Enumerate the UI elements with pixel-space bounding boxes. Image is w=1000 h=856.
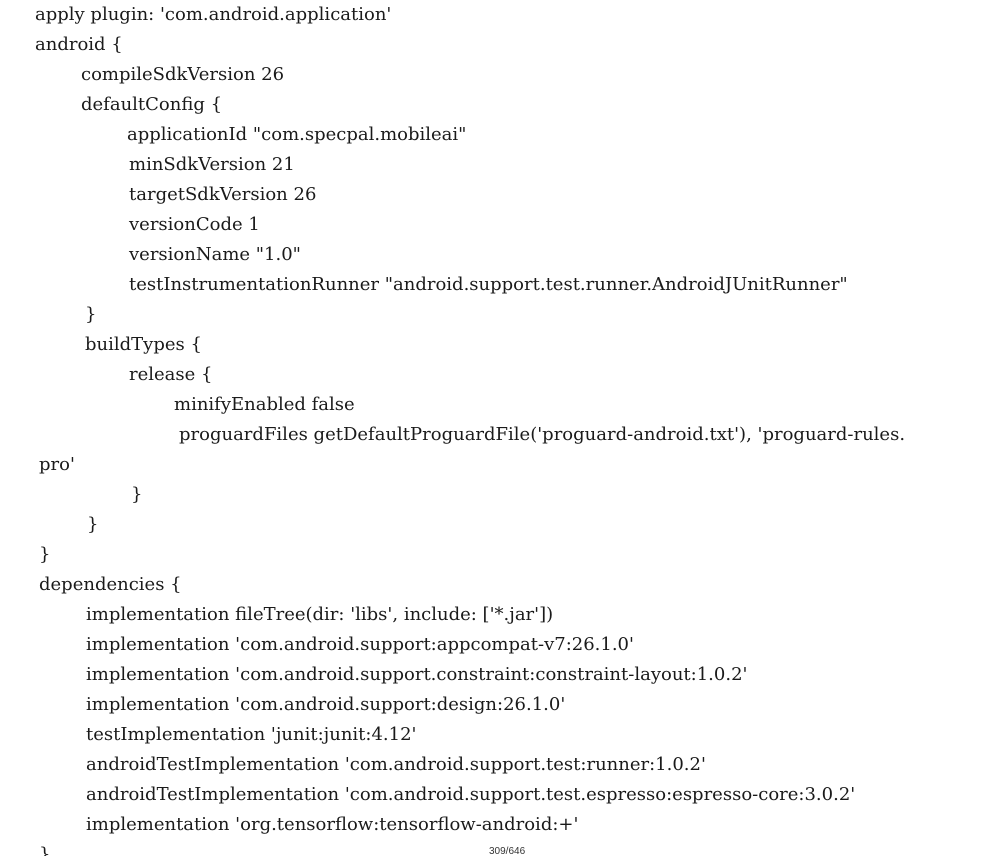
code-line: compileSdkVersion 26	[81, 64, 285, 85]
code-line: testImplementation 'junit:junit:4.12'	[86, 724, 417, 745]
code-line: implementation 'org.tensorflow:tensorflo…	[86, 814, 579, 835]
code-line: minSdkVersion 21	[129, 154, 295, 175]
code-line: androidTestImplementation 'com.android.s…	[86, 784, 856, 805]
code-line: targetSdkVersion 26	[129, 184, 317, 205]
code-line: }	[87, 514, 99, 535]
page-number: 309/646	[489, 846, 526, 856]
code-line: androidTestImplementation 'com.android.s…	[86, 754, 706, 775]
code-line: testInstrumentationRunner "android.suppo…	[129, 274, 848, 295]
code-line: }	[39, 844, 51, 856]
code-line: dependencies {	[39, 574, 182, 595]
code-line: applicationId "com.specpal.mobileai"	[127, 124, 467, 145]
code-line: proguardFiles getDefaultProguardFile('pr…	[179, 424, 906, 445]
code-line: buildTypes {	[85, 334, 202, 355]
code-line: release {	[129, 364, 213, 385]
code-line: minifyEnabled false	[174, 394, 355, 415]
code-line: implementation 'com.android.support.cons…	[86, 664, 748, 685]
code-line: }	[39, 544, 51, 565]
code-line: }	[85, 304, 97, 325]
code-line: android {	[35, 34, 123, 55]
code-line: defaultConfig {	[81, 94, 223, 115]
code-line: versionCode 1	[129, 214, 260, 235]
code-line: versionName "1.0"	[129, 244, 301, 265]
code-line: implementation 'com.android.support:desi…	[86, 694, 566, 715]
code-line: implementation 'com.android.support:appc…	[86, 634, 634, 655]
code-line: apply plugin: 'com.android.application'	[35, 4, 392, 25]
code-line: }	[131, 484, 143, 505]
code-line: pro'	[39, 454, 75, 475]
code-line: implementation fileTree(dir: 'libs', inc…	[86, 604, 554, 625]
